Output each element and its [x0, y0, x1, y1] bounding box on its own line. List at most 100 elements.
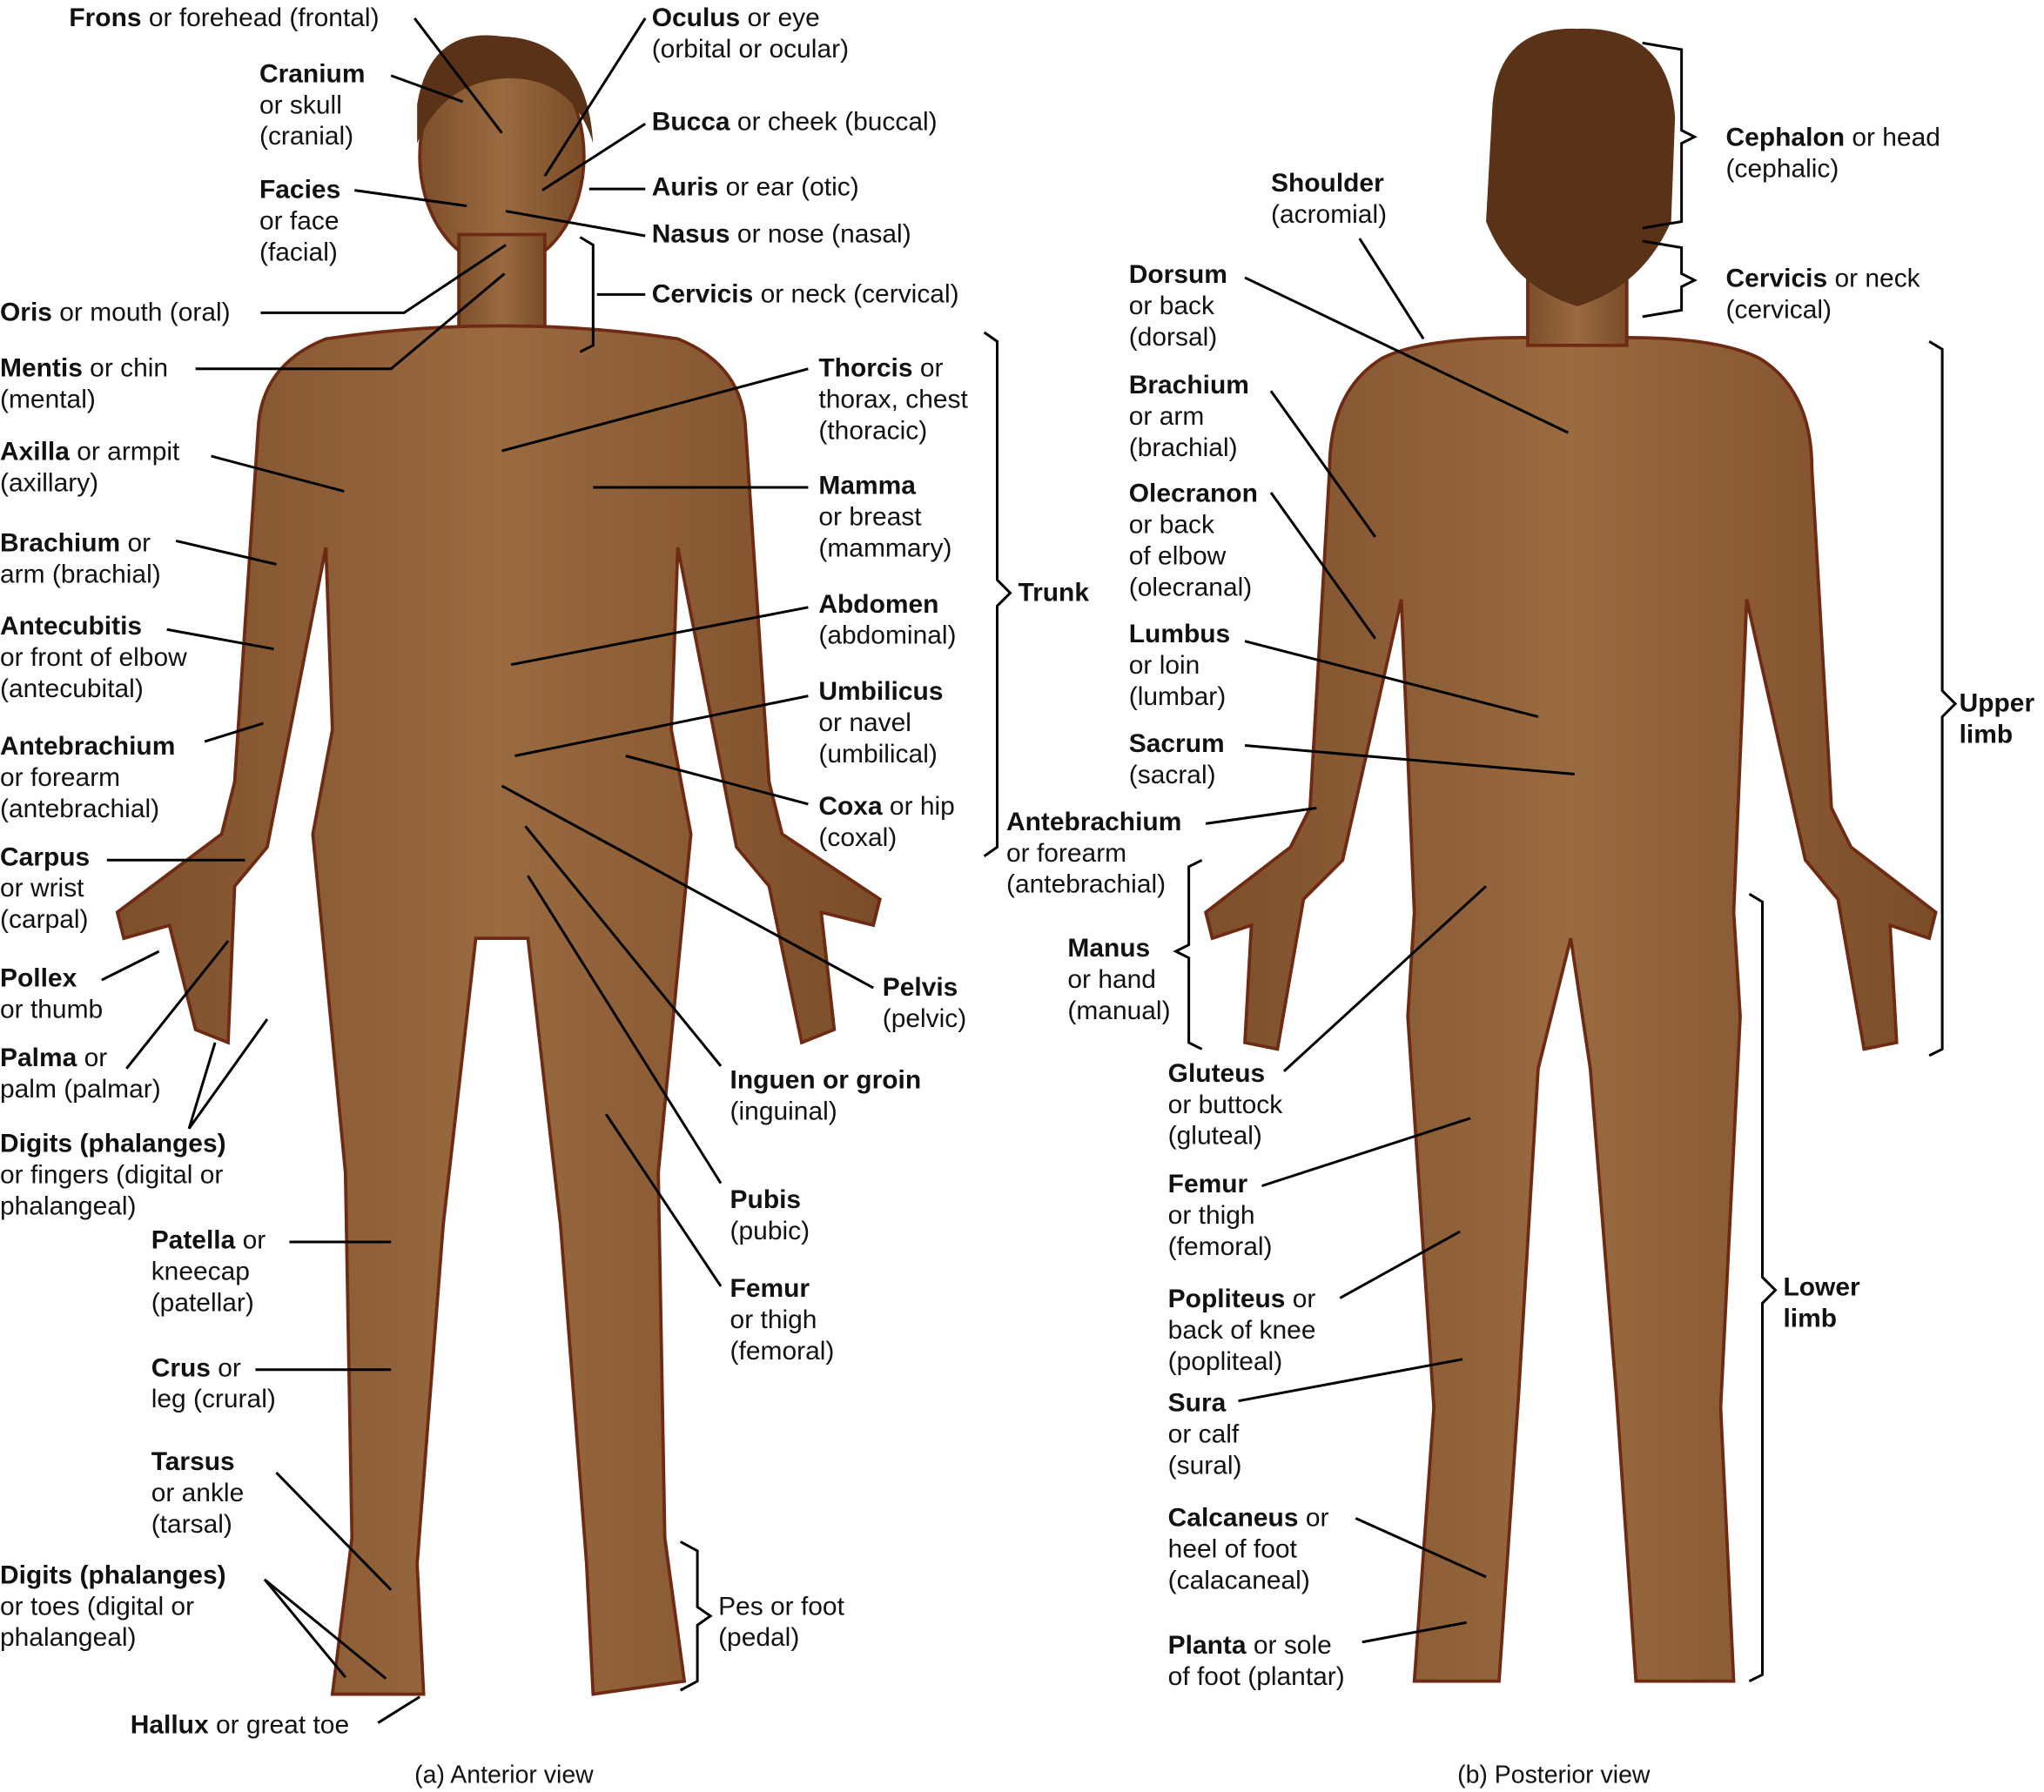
label-manus: Manus or hand (manual) — [1067, 933, 1170, 1027]
label-description: (inguinal) — [730, 1097, 837, 1126]
label-description: (sacral) — [1128, 761, 1216, 790]
label-oculus: Oculus or eye (orbital or ocular) — [652, 3, 849, 65]
label-description: or back of knee (popliteal) — [1167, 1285, 1316, 1377]
label-term: Cervicis — [651, 279, 754, 309]
label-term: Brachium — [0, 528, 121, 558]
label-carpus: Carpus or wrist (carpal) — [0, 842, 90, 936]
label-term: Gluteus — [1167, 1059, 1266, 1089]
label-axilla: Axilla or armpit (axillary) — [0, 437, 179, 500]
label-term: Shoulder — [1270, 169, 1384, 198]
label-description: or wrist (carpal) — [0, 874, 89, 935]
label-description: or cheek (buccal) — [730, 108, 938, 138]
label-bucca: Bucca or cheek (buccal) — [652, 107, 938, 138]
label-sura: Sura or calf (sural) — [1168, 1388, 1242, 1482]
label-frons: Frons or forehead (frontal) — [69, 3, 379, 34]
label-dorsum: Dorsum or back (dorsal) — [1129, 259, 1227, 353]
label-gluteus: Gluteus or buttock (gluteal) — [1168, 1058, 1283, 1152]
label-term: Popliteus — [1167, 1285, 1286, 1314]
label-term: Axilla — [0, 438, 70, 467]
label-description: or leg (crural) — [151, 1353, 276, 1414]
label-term: Tarsus — [151, 1447, 235, 1477]
label-cephalon: Cephalon or head (cephalic) — [1726, 123, 1940, 185]
label-description: or hand (manual) — [1067, 965, 1171, 1026]
label-description: (pelvic) — [882, 1004, 967, 1034]
label-sacrum: Sacrum (sacral) — [1129, 728, 1225, 791]
label-description: or thorax, chest (thoracic) — [818, 354, 968, 446]
label-term: Manus — [1067, 934, 1151, 963]
label-description: or navel (umbilical) — [818, 708, 938, 769]
label-mamma: Mamma or breast (mammary) — [818, 471, 951, 565]
label-term: Lumbus — [1128, 620, 1231, 649]
label-description: or chin (mental) — [0, 354, 169, 415]
label-term: Sura — [1167, 1389, 1227, 1419]
label-term: Palma — [0, 1044, 77, 1073]
label-umbilicus: Umbilicus or navel (umbilical) — [818, 676, 943, 770]
label-description: or sole of foot (plantar) — [1167, 1631, 1345, 1692]
label-term: Planta — [1167, 1631, 1247, 1661]
label-term: Cranium — [259, 59, 366, 89]
label-term: Facies — [259, 176, 341, 205]
label-description: or buttock (gluteal) — [1167, 1091, 1283, 1151]
label-pes: Pes or foot (pedal) — [718, 1591, 844, 1654]
label-term: Coxa — [818, 792, 883, 822]
label-digits-hand: Digits (phalanges) or fingers (digital o… — [0, 1129, 226, 1223]
posterior-caption: (b) Posterior view — [1457, 1762, 1651, 1789]
label-term: Antecubitis — [0, 612, 143, 641]
label-description: or calf (sural) — [1167, 1420, 1242, 1481]
label-term: Patella — [151, 1226, 236, 1255]
label-term: Pubis — [730, 1185, 802, 1215]
label-term: Hallux — [130, 1711, 209, 1741]
label-calcaneus: Calcaneus or heel of foot (calacaneal) — [1168, 1503, 1329, 1597]
label-term: Trunk — [1018, 578, 1090, 607]
label-term: Carpus — [0, 842, 91, 872]
label-term: Cephalon — [1725, 124, 1846, 153]
label-abdomen: Abdomen (abdominal) — [818, 589, 956, 652]
label-shoulder: Shoulder (acromial) — [1271, 168, 1387, 231]
label-brachium: Brachium or arm (brachial) — [0, 527, 161, 590]
label-term: Dorsum — [1128, 260, 1227, 290]
label-description: or skull (cranial) — [259, 91, 354, 151]
anterior-caption: (a) Anterior view — [414, 1762, 594, 1789]
label-description: or back (dorsal) — [1128, 292, 1218, 352]
label-term: Pollex — [0, 964, 77, 994]
label-term: Lower limb — [1783, 1272, 1860, 1333]
label-description: or fingers (digital or phalangeal) — [0, 1161, 224, 1222]
label-description: or neck (cervical) — [1725, 264, 1920, 325]
label-description: or breast (mammary) — [818, 502, 952, 563]
label-description: or face (facial) — [259, 207, 340, 267]
label-description: or toes (digital or phalangeal) — [0, 1592, 195, 1653]
label-description: or neck (cervical) — [753, 279, 959, 309]
label-oris: Oris or mouth (oral) — [0, 297, 231, 328]
label-mentis: Mentis or chin (mental) — [0, 353, 168, 416]
label-description: Pes or foot (pedal) — [718, 1592, 844, 1653]
label-brachium-post: Brachium or arm (brachial) — [1129, 370, 1249, 464]
label-description: or mouth (oral) — [51, 298, 231, 327]
label-description: or forearm (antebrachial) — [1005, 839, 1167, 900]
label-antecubitis: Antecubitis or front of elbow (antecubit… — [0, 611, 187, 705]
label-term: Femur — [1167, 1170, 1248, 1199]
label-term: Brachium — [1128, 371, 1249, 400]
label-auris: Auris or ear (otic) — [652, 172, 859, 204]
label-planta: Planta or sole of foot (plantar) — [1168, 1630, 1345, 1693]
label-description: or front of elbow (antecubital) — [0, 643, 187, 704]
label-description: or forearm (antebrachial) — [0, 763, 160, 824]
label-trunk: Trunk — [1018, 577, 1089, 608]
label-hallux: Hallux or great toe — [131, 1710, 349, 1742]
label-nasus: Nasus or nose (nasal) — [652, 219, 911, 251]
label-term: Abdomen — [818, 590, 939, 620]
leader-lines — [101, 17, 1958, 1724]
label-lumbus: Lumbus or loin (lumbar) — [1129, 619, 1230, 713]
label-cervicis: Cervicis or neck (cervical) — [652, 279, 959, 310]
label-description: (abdominal) — [818, 621, 957, 651]
label-term: Auris — [651, 173, 719, 203]
label-term: Umbilicus — [818, 677, 944, 707]
label-term: Mentis — [0, 354, 83, 384]
label-antebrachium: Antebrachium or forearm (antebrachial) — [0, 731, 175, 825]
label-term: Oris — [0, 298, 52, 327]
label-inguen: Inguen or groin (inguinal) — [730, 1064, 922, 1127]
label-description: or head (cephalic) — [1725, 124, 1940, 185]
label-term: Inguen or groin — [730, 1065, 922, 1095]
label-description: or eye (orbital or ocular) — [651, 3, 850, 64]
label-description: or ankle (tarsal) — [151, 1479, 245, 1540]
